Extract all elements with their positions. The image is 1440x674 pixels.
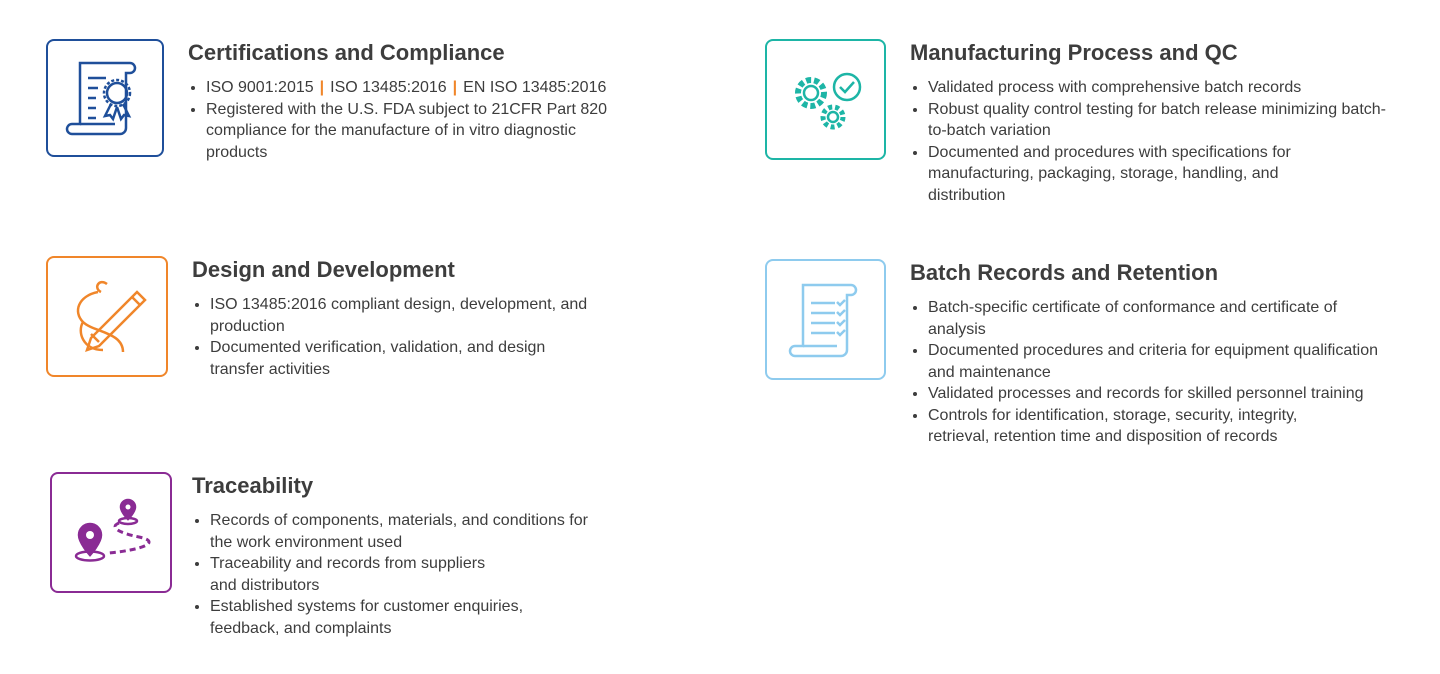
list-item: Registered with the U.S. FDA subject to … xyxy=(206,99,626,164)
separator: | xyxy=(452,79,458,96)
iso-9001: ISO 9001:2015 xyxy=(206,79,314,96)
section-title: Design and Development xyxy=(192,257,455,282)
list-item: Robust quality control testing for batch… xyxy=(928,99,1388,142)
list-item: Validated processes and records for skil… xyxy=(928,383,1398,405)
section-design: Design and Development ISO 13485:2016 co… xyxy=(46,256,590,380)
section-title: Certifications and Compliance xyxy=(188,40,505,65)
list-item: Documented and procedures with specifica… xyxy=(928,142,1308,207)
list-item: Established systems for customer enquiri… xyxy=(210,596,560,639)
list-item: ISO 13485:2016 compliant design, develop… xyxy=(210,294,590,337)
iso-13485: ISO 13485:2016 xyxy=(330,79,447,96)
list-item: Documented procedures and criteria for e… xyxy=(928,340,1398,383)
section-manufacturing: Manufacturing Process and QC Validated p… xyxy=(765,39,1388,206)
checklist-scroll-icon xyxy=(765,259,886,380)
list-item: Documented verification, validation, and… xyxy=(210,337,590,380)
iso-list: ISO 9001:2015 | ISO 13485:2016 | EN ISO 1348… xyxy=(206,77,626,99)
gears-check-icon xyxy=(765,39,886,160)
en-iso-13485: EN ISO 13485:2016 xyxy=(463,79,607,96)
list-item: Controls for identification, storage, se… xyxy=(928,405,1348,448)
certificate-scroll-icon xyxy=(46,39,164,157)
section-certifications: Certifications and Compliance ISO 9001:2… xyxy=(46,39,626,163)
list-item: Validated process with comprehensive bat… xyxy=(928,77,1388,99)
section-batch-records: Batch Records and Retention Batch-specif… xyxy=(765,259,1398,448)
list-item: Records of components, materials, and co… xyxy=(210,510,600,553)
section-traceability: Traceability Records of components, mate… xyxy=(50,472,600,639)
map-route-icon xyxy=(50,472,172,593)
list-item: Traceability and records from suppliers … xyxy=(210,553,510,596)
section-title: Manufacturing Process and QC xyxy=(910,40,1238,65)
pencil-design-icon xyxy=(46,256,168,377)
section-title: Traceability xyxy=(192,473,314,498)
separator: | xyxy=(319,79,325,96)
section-title: Batch Records and Retention xyxy=(910,260,1219,285)
list-item: Batch-specific certificate of conformanc… xyxy=(928,297,1398,340)
